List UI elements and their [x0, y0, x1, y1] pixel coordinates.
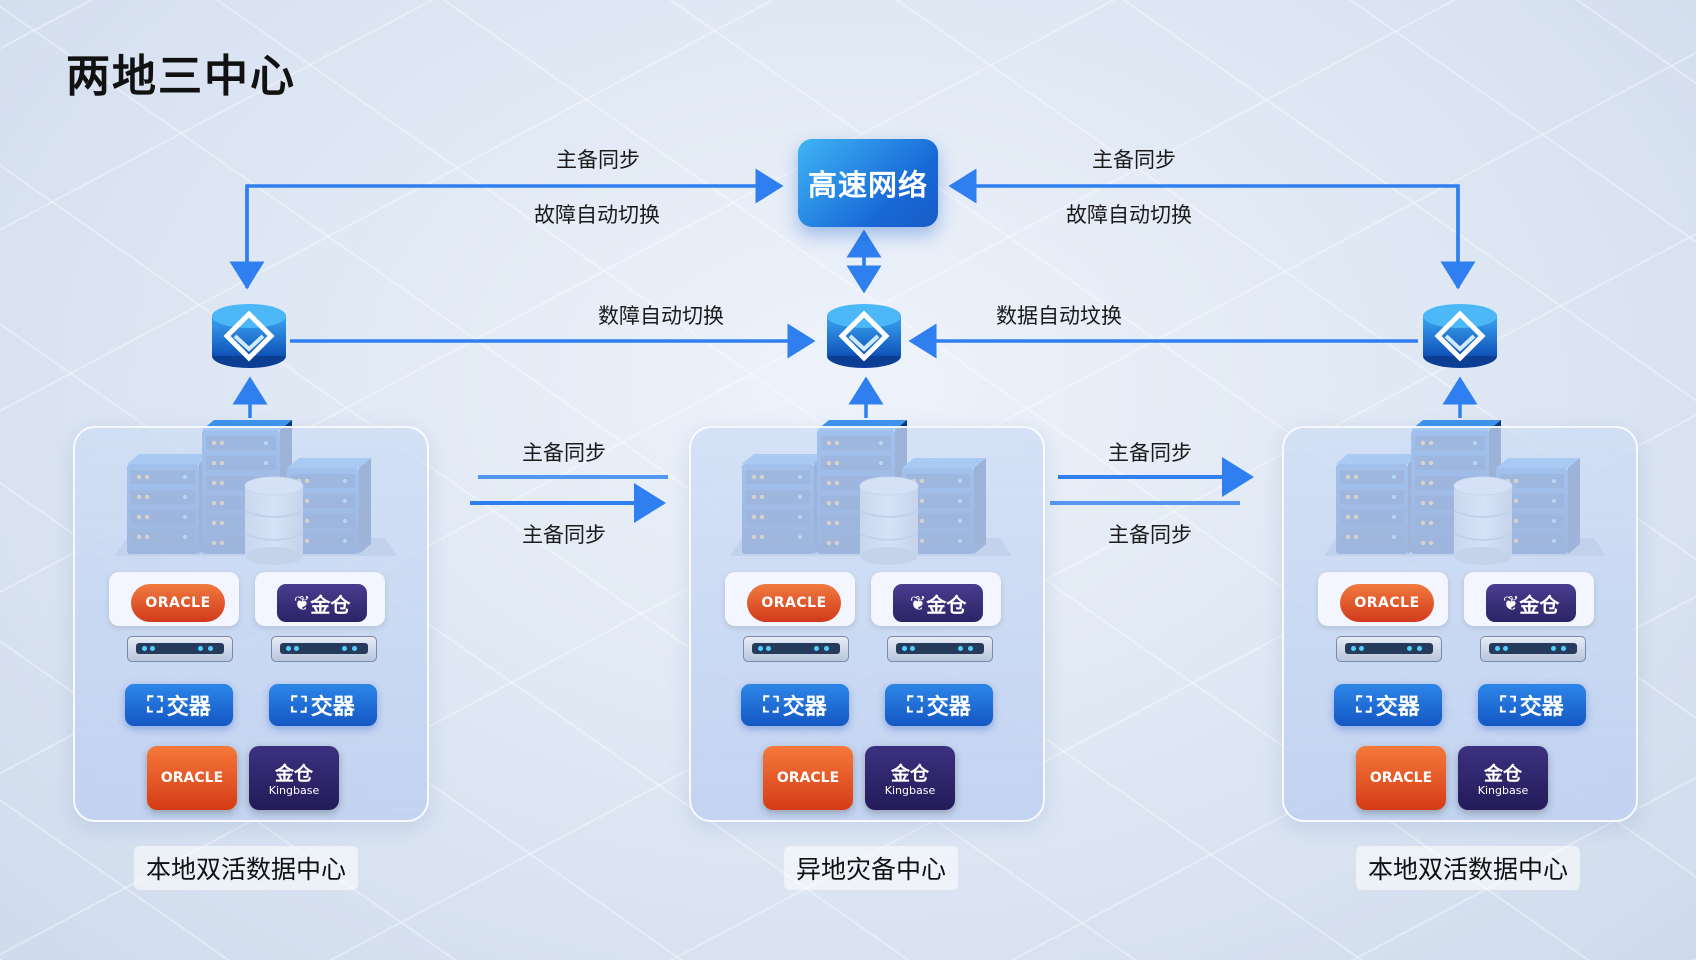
dc-left-label-1: 主备同步: [522, 441, 606, 465]
top-left-link: [229, 168, 784, 290]
hub-label: 高速网络: [807, 168, 928, 202]
kingbase-tile: 金仓 Kingbase: [865, 746, 955, 810]
oracle-card: ORACLE: [725, 572, 855, 626]
top-right-label-2: 故障自动切换: [1066, 203, 1192, 227]
oracle-card: ORACLE: [1318, 572, 1448, 626]
top-right-label-1: 主备同步: [1092, 148, 1176, 172]
mid-left-label: 数障自动切换: [598, 304, 724, 328]
datacenter-panel-2: ORACLE ❦金仓 ⛶交器 ⛶交器 ORACLE 金仓 Kingbase: [689, 426, 1045, 822]
top-left-label-2: 故障自动切换: [534, 203, 660, 227]
switch-icon: ⛶: [907, 692, 923, 718]
kingbase-icon: ❦: [293, 591, 311, 615]
switch-button: ⛶交器: [741, 684, 849, 726]
kingbase-logo: ❦金仓: [1486, 584, 1576, 622]
router-icon: [212, 304, 286, 368]
kingbase-icon: ❦: [909, 591, 927, 615]
kingbase-icon: ❦: [1502, 591, 1520, 615]
datacenter-panel-1: ORACLE ❦金仓 ⛶交器 ⛶交器 ORACLE 金仓 Kingbase: [73, 426, 429, 822]
switch-button: ⛶交器: [269, 684, 377, 726]
oracle-logo: ORACLE: [747, 584, 841, 622]
high-speed-network-node: 高速网络: [798, 139, 938, 227]
datacenter-caption-1: 本地双活数据中心: [134, 846, 359, 890]
kingbase-logo: ❦金仓: [277, 584, 367, 622]
nic-icon: [127, 636, 233, 662]
datacenter-caption-3: 本地双活数据中心: [1356, 846, 1581, 890]
panel-up-links: [232, 376, 1478, 418]
router-icon: [827, 304, 901, 368]
top-left-label-1: 主备同步: [556, 148, 640, 172]
oracle-tile: ORACLE: [763, 746, 853, 810]
dc-right-label-2: 主备同步: [1108, 523, 1192, 547]
switch-button: ⛶交器: [1334, 684, 1442, 726]
router-icon: [1423, 304, 1497, 368]
nic-icon: [743, 636, 849, 662]
switch-button: ⛶交器: [125, 684, 233, 726]
oracle-tile: ORACLE: [147, 746, 237, 810]
oracle-card: ORACLE: [109, 572, 239, 626]
kingbase-card: ❦金仓: [255, 572, 385, 626]
kingbase-card: ❦金仓: [871, 572, 1001, 626]
switch-icon: ⛶: [1500, 692, 1516, 718]
switch-button: ⛶交器: [885, 684, 993, 726]
oracle-tile: ORACLE: [1356, 746, 1446, 810]
datacenter-panel-3: ORACLE ❦金仓 ⛶交器 ⛶交器 ORACLE 金仓 Kingbase: [1282, 426, 1638, 822]
kingbase-logo: ❦金仓: [893, 584, 983, 622]
dc-right-label-1: 主备同步: [1108, 441, 1192, 465]
switch-icon: ⛶: [147, 692, 163, 718]
nic-icon: [271, 636, 377, 662]
page-title: 两地三中心: [66, 51, 296, 102]
top-right-link: [948, 168, 1476, 290]
switch-icon: ⛶: [763, 692, 779, 718]
kingbase-card: ❦金仓: [1464, 572, 1594, 626]
switch-icon: ⛶: [291, 692, 307, 718]
nic-icon: [1480, 636, 1586, 662]
nic-icon: [887, 636, 993, 662]
dc-sync-links: [470, 457, 1254, 523]
nic-icon: [1336, 636, 1442, 662]
kingbase-tile: 金仓 Kingbase: [1458, 746, 1548, 810]
dc-left-label-2: 主备同步: [522, 523, 606, 547]
switch-icon: ⛶: [1356, 692, 1372, 718]
datacenter-caption-2: 异地灾备中心: [784, 846, 959, 890]
oracle-logo: ORACLE: [1340, 584, 1434, 622]
switch-button: ⛶交器: [1478, 684, 1586, 726]
mid-right-label: 数据自动坟换: [996, 304, 1122, 328]
kingbase-tile: 金仓 Kingbase: [249, 746, 339, 810]
oracle-logo: ORACLE: [131, 584, 225, 622]
